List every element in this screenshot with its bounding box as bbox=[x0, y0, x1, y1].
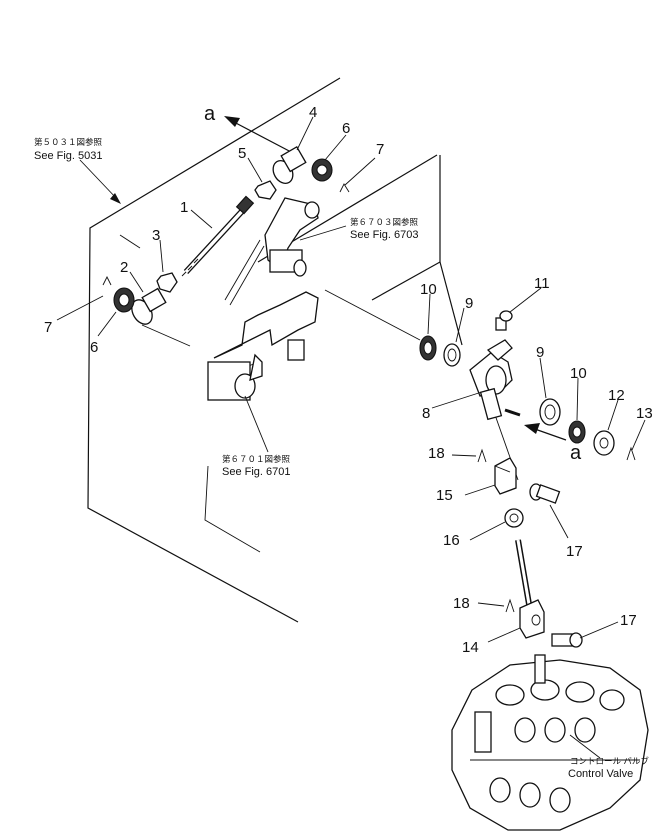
part-number-1: 1 bbox=[180, 199, 188, 216]
grease-fitting-11 bbox=[495, 310, 513, 331]
part-number-17-upper: 17 bbox=[566, 543, 583, 560]
part-number-18-lower: 18 bbox=[453, 595, 470, 612]
pin-17-lower bbox=[551, 632, 583, 648]
ref-fig-6703-en: See Fig. 6703 bbox=[350, 229, 419, 241]
rod-end-2 bbox=[131, 287, 167, 325]
nut-5 bbox=[254, 180, 277, 200]
view-marker-a-bottom: a bbox=[570, 442, 582, 464]
ref-fig-5031-en: See Fig. 5031 bbox=[34, 150, 103, 162]
pin-18-upper bbox=[477, 448, 487, 463]
ref-fig-6701: 第６７０１図参照 See Fig. 6701 bbox=[222, 454, 291, 478]
clevis-14 bbox=[519, 599, 545, 639]
part-number-8: 8 bbox=[422, 405, 430, 422]
lever-8 bbox=[469, 339, 521, 421]
nut-6-left bbox=[113, 287, 135, 313]
part-number-9-lower: 9 bbox=[536, 344, 544, 361]
washer-12 bbox=[593, 430, 615, 456]
ref-fig-5031-jp: 第５０３１図参照 bbox=[34, 137, 103, 147]
ref-fig-6703-jp: 第６７０３図参照 bbox=[350, 217, 419, 227]
part-number-9-upper: 9 bbox=[465, 295, 473, 312]
nut-16 bbox=[504, 508, 524, 528]
pin-13 bbox=[626, 446, 636, 461]
view-arrow-bottom: a bbox=[524, 423, 582, 464]
part-number-10-lower: 10 bbox=[570, 365, 587, 382]
part-number-4: 4 bbox=[309, 104, 317, 121]
threaded-rod bbox=[515, 539, 533, 611]
bearing-10-lower bbox=[568, 420, 586, 444]
bushing-9-lower bbox=[539, 398, 561, 426]
control-valve-label: コントロール バルブ Control Valve bbox=[568, 756, 649, 780]
bushing-9-upper bbox=[443, 343, 461, 367]
part-number-13: 13 bbox=[636, 405, 653, 422]
part-number-15: 15 bbox=[436, 487, 453, 504]
view-marker-a-top: a bbox=[204, 103, 216, 125]
block-15 bbox=[494, 457, 517, 495]
control-valve bbox=[451, 654, 649, 831]
control-valve-label-en: Control Valve bbox=[568, 768, 633, 780]
part-number-5: 5 bbox=[238, 145, 246, 162]
pin-17-upper bbox=[529, 483, 561, 504]
bearing-10-upper bbox=[419, 335, 437, 361]
nut-3 bbox=[156, 272, 178, 293]
view-arrow-top: a bbox=[204, 103, 294, 154]
part-numbers: 1 2 3 4 5 6 7 7 6 11 10 9 9 10 12 13 8 1… bbox=[44, 104, 653, 656]
part-number-11: 11 bbox=[534, 275, 550, 292]
part-number-7-left: 7 bbox=[44, 319, 52, 336]
part-number-12: 12 bbox=[608, 387, 625, 404]
part-number-6-left: 6 bbox=[90, 339, 98, 356]
part-number-17-lower: 17 bbox=[620, 612, 637, 629]
ref-fig-6701-en: See Fig. 6701 bbox=[222, 466, 291, 478]
part-number-6-top: 6 bbox=[342, 120, 350, 137]
part-number-10-upper: 10 bbox=[420, 281, 437, 298]
part-number-7-top: 7 bbox=[376, 141, 384, 158]
pin-7-top bbox=[339, 183, 350, 193]
part-number-14: 14 bbox=[462, 639, 479, 656]
ref-fig-6701-jp: 第６７０１図参照 bbox=[222, 454, 291, 464]
part-number-18-upper: 18 bbox=[428, 445, 445, 462]
part-number-2: 2 bbox=[120, 259, 128, 276]
ref-fig-5031: 第５０３１図参照 See Fig. 5031 bbox=[34, 137, 103, 162]
ref-fig-6703: 第６７０３図参照 See Fig. 6703 bbox=[350, 217, 419, 241]
nut-6-top bbox=[311, 158, 333, 182]
pin-7-left bbox=[102, 275, 112, 286]
part-number-3: 3 bbox=[152, 227, 160, 244]
control-valve-label-jp: コントロール バルブ bbox=[570, 756, 649, 766]
rod-end-4 bbox=[272, 145, 307, 184]
part-number-16: 16 bbox=[443, 532, 460, 549]
pin-18-lower bbox=[505, 598, 515, 613]
leader-lines bbox=[56, 116, 646, 759]
lever-assembly bbox=[207, 197, 320, 401]
rod-part bbox=[181, 195, 255, 277]
